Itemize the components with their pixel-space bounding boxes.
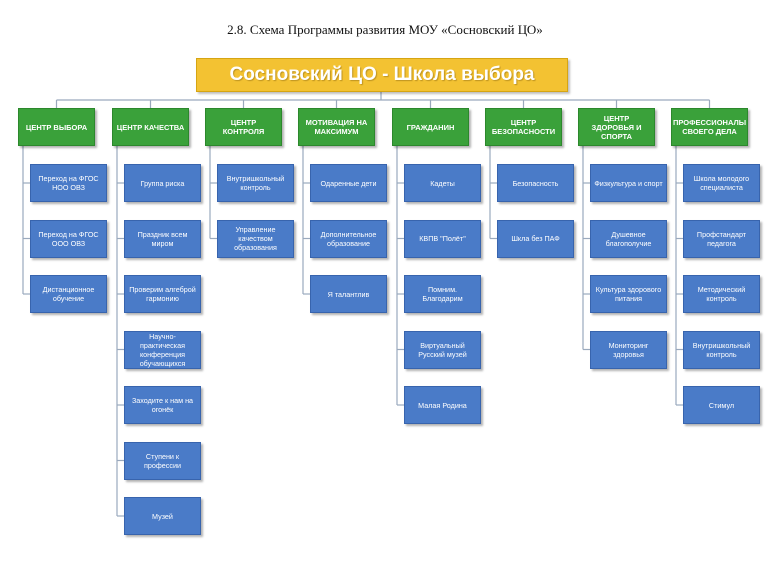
column-head: ЦЕНТР ВЫБОРА [18, 108, 95, 146]
program-item: Душевное благополучие [590, 219, 667, 258]
program-item: Методический контроль [683, 275, 760, 313]
column-head: ПРОФЕССИОНАЛЫ СВОЕГО ДЕЛА [671, 108, 748, 146]
program-item: Переход на ФГОС НОО ОВЗ [30, 164, 107, 202]
program-item: Группа риска [124, 164, 201, 202]
program-item: Виртуальный Русский музей [404, 330, 481, 369]
program-item: Помним. Благодарим [404, 275, 481, 313]
program-item: КВПВ "Полёт" [404, 219, 481, 258]
program-item: Кадеты [404, 164, 481, 202]
column-head: ЦЕНТР КОНТРОЛЯ [205, 108, 282, 146]
program-item: Проверим алгеброй гармонию [124, 275, 201, 313]
program-item: Малая Родина [404, 386, 481, 424]
column-head: МОТИВАЦИЯ НА МАКСИМУМ [298, 108, 375, 146]
program-item: Мониторинг здоровья [590, 330, 667, 369]
column-head: ГРАЖДАНИН [392, 108, 469, 146]
root-node: Сосновский ЦО - Школа выбора [196, 58, 568, 92]
program-item: Переход на ФГОС ООО ОВЗ [30, 219, 107, 258]
program-item: Внутришкольный контроль [217, 164, 294, 202]
program-item: Профстандарт педагога [683, 219, 760, 258]
column-head: ЦЕНТР ЗДОРОВЬЯ И СПОРТА [578, 108, 655, 146]
column-head: ЦЕНТР КАЧЕСТВА [112, 108, 189, 146]
program-item: Дистанционное обучение [30, 275, 107, 313]
program-item: Внутришкольный контроль [683, 330, 760, 369]
program-item: Стимул [683, 386, 760, 424]
program-item: Заходите к нам на огонёк [124, 386, 201, 424]
program-item: Дополнительное образование [310, 219, 387, 258]
program-item: Я талантлив [310, 275, 387, 313]
program-item: Научно-практическая конференция обучающи… [124, 330, 201, 369]
program-item: Праздник всем миром [124, 219, 201, 258]
program-item: Управление качеством образования [217, 219, 294, 258]
program-item: Безопасность [497, 164, 574, 202]
program-item: Одаренные дети [310, 164, 387, 202]
program-item: Ступени к профессии [124, 441, 201, 480]
program-item: Школа молодого специалиста [683, 164, 760, 202]
column-head: ЦЕНТР БЕЗОПАСНОСТИ [485, 108, 562, 146]
program-item: Культура здорового питания [590, 275, 667, 313]
program-item: Физкультура и спорт [590, 164, 667, 202]
program-item: Шкла без ПАФ [497, 219, 574, 258]
program-item: Музей [124, 497, 201, 535]
diagram-caption: 2.8. Схема Программы развития МОУ «Сосно… [227, 22, 543, 37]
